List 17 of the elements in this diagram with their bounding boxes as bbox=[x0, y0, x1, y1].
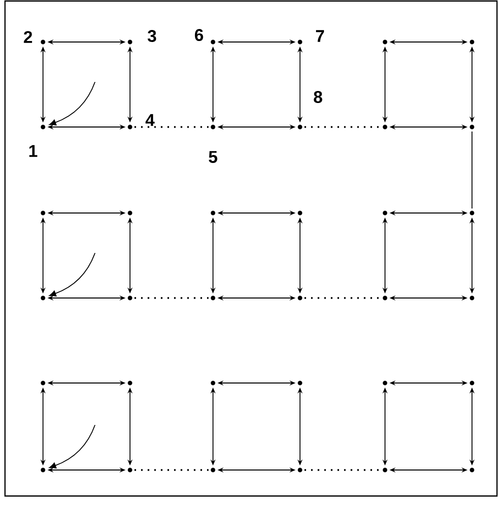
dotted-line bbox=[304, 297, 381, 299]
point-number: 4 bbox=[146, 114, 155, 126]
dotted-line bbox=[134, 297, 209, 299]
point-number: 7 bbox=[316, 30, 324, 42]
dotted-line bbox=[304, 469, 381, 471]
dotted-line bbox=[134, 469, 209, 471]
point-number: 6 bbox=[194, 28, 204, 42]
dotted-line bbox=[304, 126, 381, 128]
point-number: 2 bbox=[24, 31, 32, 43]
dotted-line bbox=[134, 126, 209, 128]
point-number: 3 bbox=[148, 30, 156, 42]
point-number: 8 bbox=[314, 90, 322, 104]
curved-arrow bbox=[49, 424, 96, 468]
curved-arrow bbox=[49, 82, 96, 126]
curved-arrow bbox=[49, 252, 96, 296]
point-number: 1 bbox=[29, 145, 38, 157]
point-number: 5 bbox=[208, 151, 218, 163]
